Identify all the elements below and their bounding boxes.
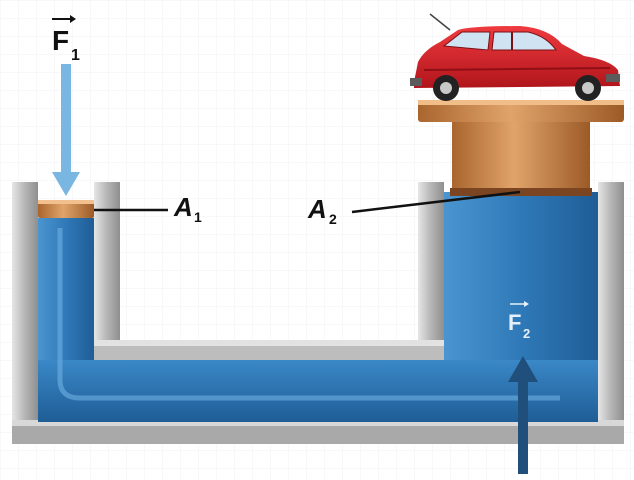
label-a1-text: A <box>173 192 193 222</box>
small-piston <box>38 200 94 218</box>
label-a1-sub: 1 <box>194 209 202 225</box>
label-a1: A 1 <box>173 192 202 225</box>
force-f1-arrow <box>52 64 80 196</box>
red-car-icon <box>410 13 620 101</box>
hydraulic-fluid <box>38 192 598 422</box>
label-a2: A 2 <box>307 194 337 227</box>
label-a2-sub: 2 <box>329 211 337 227</box>
a2-leader-line <box>351 190 521 214</box>
label-f2-text: F <box>508 310 521 335</box>
label-a2-text: A <box>307 194 327 224</box>
label-f1-text: F <box>52 25 69 56</box>
large-piston <box>418 100 624 196</box>
label-f1-sub: 1 <box>71 47 80 64</box>
label-f2-sub: 2 <box>523 326 530 341</box>
label-f1: F 1 <box>52 15 80 64</box>
label-f2: F 2 <box>508 301 530 341</box>
force-f2-arrow <box>508 356 538 474</box>
